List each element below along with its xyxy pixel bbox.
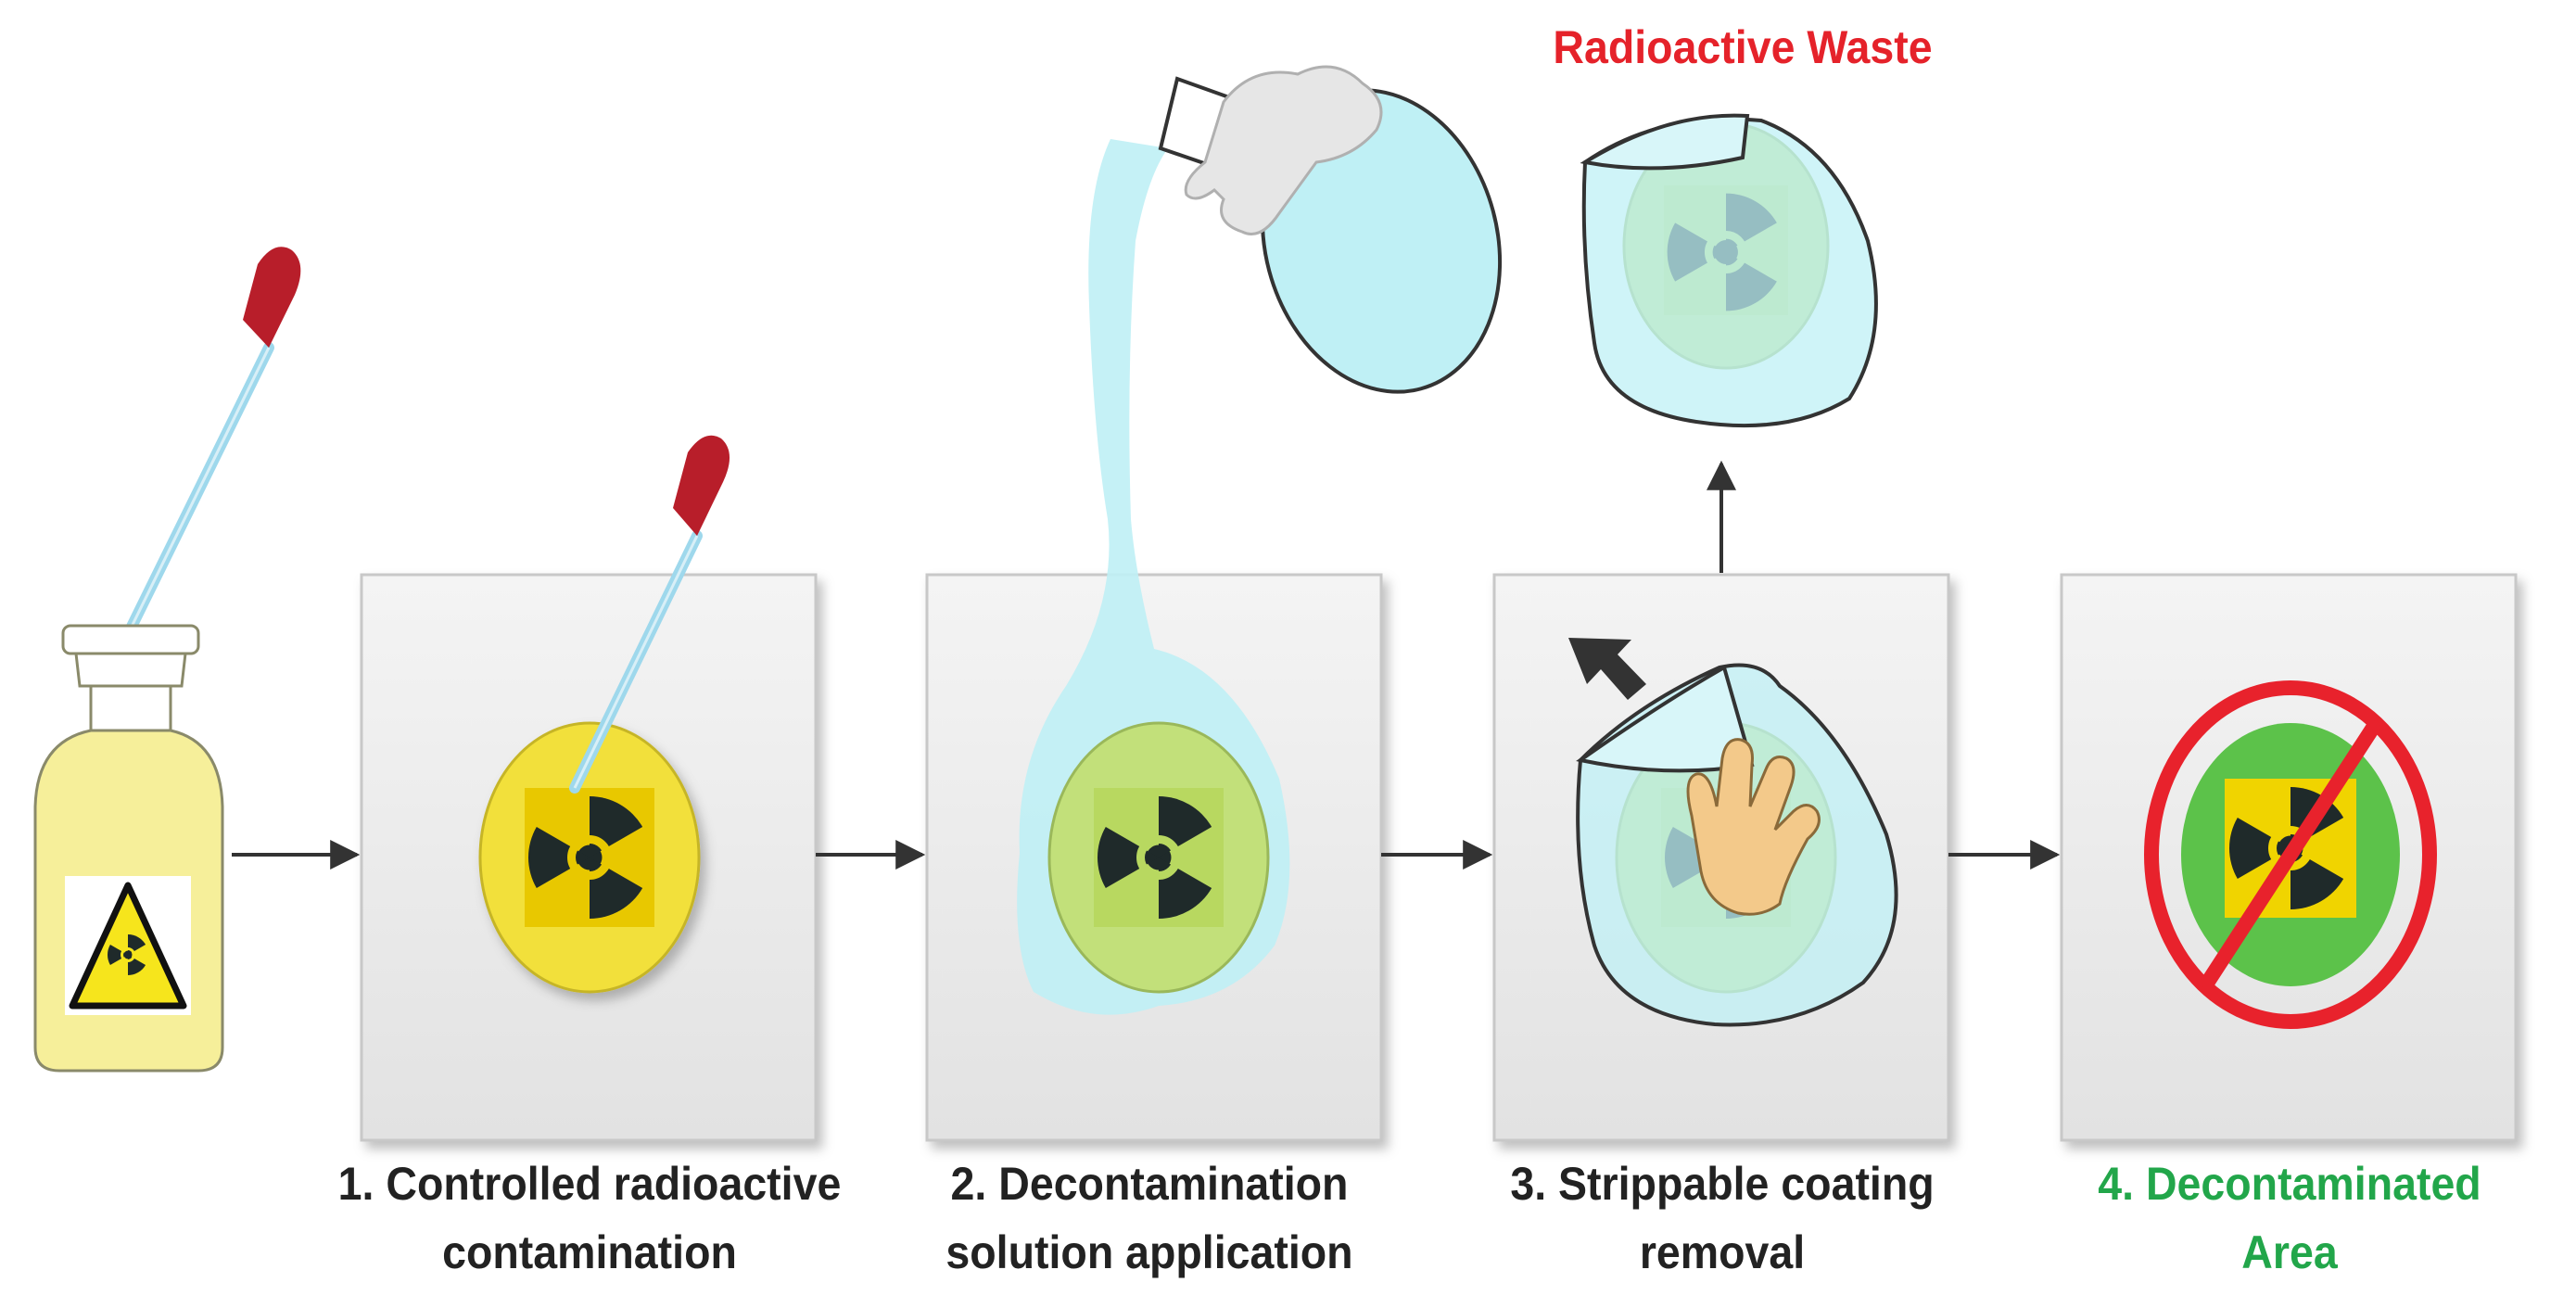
step-4-caption-line-2: Area (2241, 1226, 2338, 1278)
radioactive-waste-illustration (1580, 113, 1878, 428)
step-3-caption-line-1: 3. Strippable coating (1510, 1158, 1935, 1210)
step-2-caption: 2. Decontamination solution application (873, 1149, 1425, 1287)
step-2-illustration (1017, 65, 1503, 1015)
step-4-caption: 4. Decontaminated Area (2013, 1149, 2565, 1287)
hand-icon (1686, 738, 1821, 916)
step-1-caption-line-1: 1. Controlled radioactive (337, 1158, 842, 1210)
prohibited-icon (2144, 680, 2437, 1029)
step-4-illustration (2144, 680, 2437, 1029)
step-3-caption: 3. Strippable coating removal (1446, 1149, 1998, 1287)
pointer-arrow-icon (1568, 638, 1646, 700)
step-2-caption-line-1: 2. Decontamination (950, 1158, 1349, 1210)
step-3-illustration (1568, 638, 1898, 1027)
step-1-illustration (478, 435, 730, 994)
step-2-caption-line-2: solution application (945, 1226, 1353, 1278)
bottle-icon (33, 247, 301, 1073)
glove-icon (1184, 65, 1383, 235)
radioactive-waste-label: Radioactive Waste (1553, 21, 1933, 73)
step-1-caption: 1. Controlled radioactive contamination (313, 1149, 865, 1287)
step-3-caption-line-2: removal (1639, 1226, 1806, 1278)
step-1-caption-line-2: contamination (442, 1226, 737, 1278)
step-4-caption-line-1: 4. Decontaminated (2098, 1158, 2481, 1210)
